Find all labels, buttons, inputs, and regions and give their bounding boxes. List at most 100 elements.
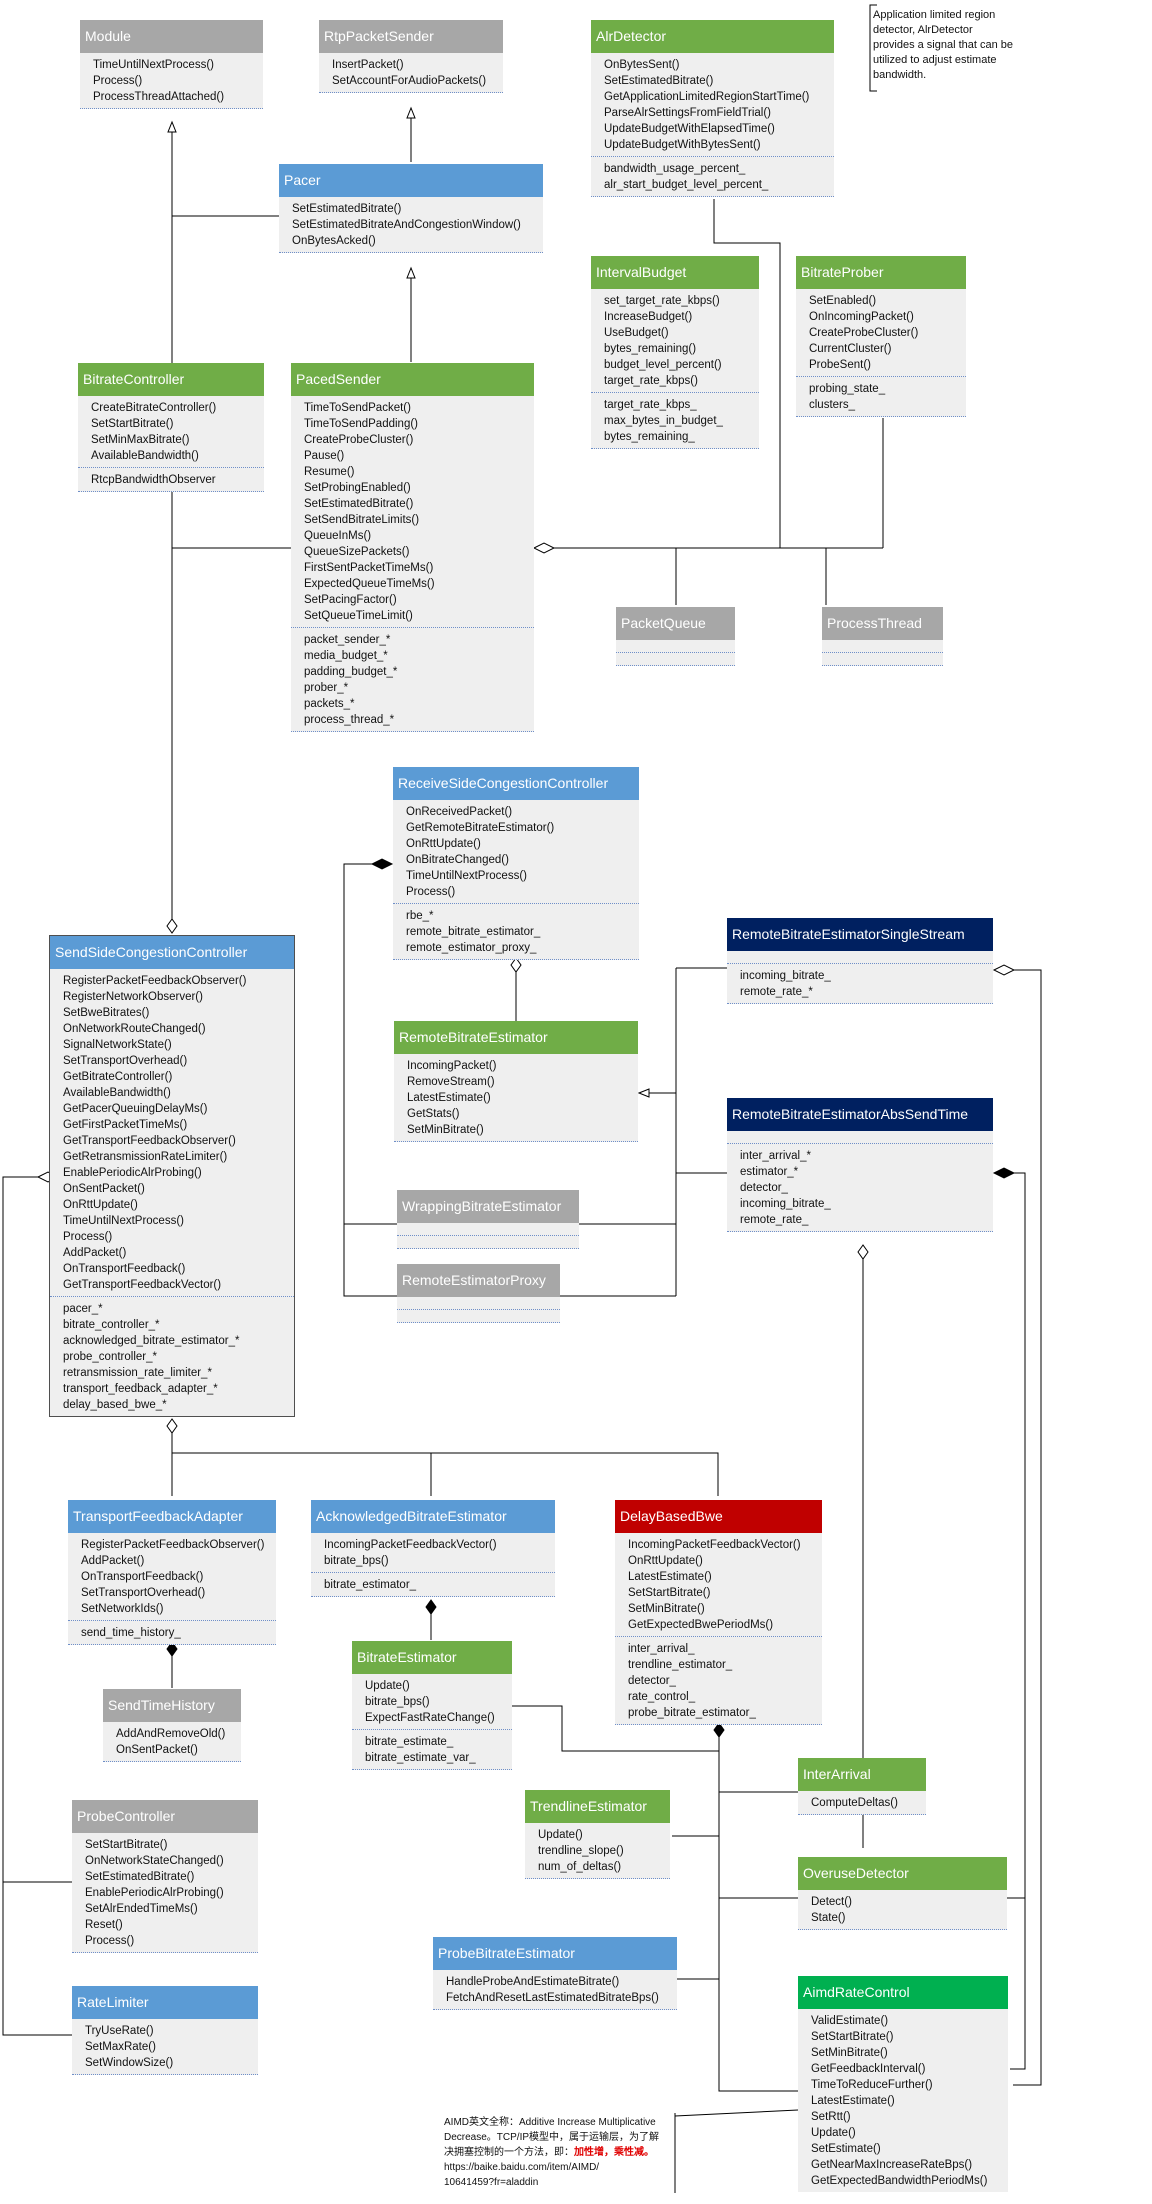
methods-section [727,951,993,964]
method-row: Process() [63,1231,113,1243]
methods-section [822,640,943,653]
method-row: CurrentCluster() [809,343,892,355]
method-row: IncomingPacketFeedbackVector() [324,1539,497,1551]
method-row: IncomingPacketFeedbackVector() [628,1539,801,1551]
method-row: SetAlrEndedTimeMs() [85,1903,198,1915]
method-row: SetEnabled() [809,295,877,307]
fields-section [822,653,943,666]
class-remote-bitrate-estimator: RemoteBitrateEstimator IncomingPacket()R… [394,1021,638,1142]
fields-section: inter_arrival_*estimator_*detector_incom… [727,1144,993,1232]
methods-section: OnBytesSent()SetEstimatedBitrate()GetApp… [591,53,834,157]
field-row: remote_rate_ [740,1214,809,1226]
single-stream-right-link [994,969,1042,2086]
class-inter-arrival: InterArrival ComputeDeltas() [798,1758,926,1815]
class-remote-estimator-proxy: RemoteEstimatorProxy [397,1264,560,1323]
class-send-side-congestion-controller: SendSideCongestionController RegisterPac… [49,935,295,1417]
tfa-composition-diamond [166,1641,178,1657]
class-trendline-estimator: TrendlineEstimator Update()trendline_slo… [525,1790,670,1879]
alr-to-bus [713,199,781,548]
class-name: RemoteBitrateEstimatorAbsSendTime [727,1098,993,1131]
method-row: SetEstimate() [811,2143,881,2155]
method-row: GetFeedbackInterval() [811,2063,926,2075]
methods-section: CreateBitrateController()SetStartBitrate… [78,396,264,468]
class-name: ProbeController [72,1800,258,1833]
method-row: IncomingPacket() [407,1060,497,1072]
method-row: TryUseRate() [85,2025,154,2037]
method-row: RemoveStream() [407,1076,495,1088]
methods-section: SetEstimatedBitrate()SetEstimatedBitrate… [279,197,543,253]
fields-section: pacer_*bitrate_controller_*acknowledged_… [50,1297,294,1416]
field-row: inter_arrival_* [740,1150,811,1162]
methods-section: ValidEstimate()SetStartBitrate()SetMinBi… [798,2009,1008,2192]
method-row: SetRtt() [811,2111,851,2123]
method-row: GetFirstPacketTimeMs() [63,1119,188,1131]
fields-section [616,653,735,666]
method-row: QueueSizePackets() [304,546,410,558]
methods-section: InsertPacket()SetAccountForAudioPackets(… [319,53,503,93]
class-transport-feedback-adapter: TransportFeedbackAdapter RegisterPacketF… [68,1500,276,1645]
field-row: pacer_* [63,1303,103,1315]
method-row: Detect() [811,1896,852,1908]
method-row: SetSendBitrateLimits() [304,514,420,526]
delay-based-bwe-bus [718,1723,798,2092]
field-row: max_bytes_in_budget_ [604,415,723,427]
fields-section: incoming_bitrate_remote_rate_* [727,964,993,1004]
fields-section: bandwidth_usage_percent_alr_start_budget… [591,157,834,197]
class-probe-controller: ProbeController SetStartBitrate()OnNetwo… [72,1800,258,1953]
field-row: retransmission_rate_limiter_* [63,1367,212,1379]
method-row: UseBudget() [604,327,669,339]
fields-section: RtcpBandwidthObserver [78,468,264,492]
fields-section: bitrate_estimate_bitrate_estimate_var_ [352,1730,512,1770]
receiveside-composition-diamond [370,858,394,870]
sendside-bottom-diamond [166,1418,178,1434]
method-row: SetEstimatedBitrate() [604,75,714,87]
method-row: ExpectFastRateChange() [365,1712,495,1724]
class-interval-budget: IntervalBudget set_target_rate_kbps()Inc… [591,256,759,449]
method-row: Process() [85,1935,135,1947]
method-row: OnTransportFeedback() [63,1263,186,1275]
aimd-note-link-url: 10641459?fr=aladdin [444,2177,539,2188]
abs-send-time-right-link [994,1172,1026,2070]
method-row: OnRttUpdate() [406,838,481,850]
class-remote-bitrate-estimator-abs-send-time: RemoteBitrateEstimatorAbsSendTime inter_… [727,1098,993,1232]
method-row: InsertPacket() [332,59,404,71]
method-row: OnBitrateChanged() [406,854,509,866]
methods-section: ComputeDeltas() [798,1791,926,1815]
class-name: BitrateProber [796,256,966,289]
class-process-thread: ProcessThread [822,607,943,666]
class-overuse-detector: OveruseDetector Detect()State() [798,1857,1007,1930]
method-row: HandleProbeAndEstimateBitrate() [446,1976,620,1988]
method-row: TimeToSendPacket() [304,402,411,414]
method-row: AvailableBandwidth() [63,1087,171,1099]
method-row: UpdateBudgetWithElapsedTime() [604,123,775,135]
abs-send-time-composition-diamond [992,1167,1016,1179]
class-acknowledged-bitrate-estimator: AcknowledgedBitrateEstimator IncomingPac… [311,1500,555,1597]
method-row: OnNetworkStateChanged() [85,1855,224,1867]
field-row: padding_budget_* [304,666,398,678]
method-row: OnTransportFeedback() [81,1571,204,1583]
method-row: GetBitrateController() [63,1071,173,1083]
field-row: bitrate_estimate_ [365,1736,454,1748]
field-row: packet_sender_* [304,634,391,646]
class-send-time-history: SendTimeHistory AddAndRemoveOld()OnSentP… [103,1689,241,1762]
module-inheritance-triangle [167,120,177,133]
method-row: GetApplicationLimitedRegionStartTime() [604,91,810,103]
class-name: RemoteEstimatorProxy [397,1264,560,1297]
methods-section: IncomingPacketFeedbackVector()bitrate_bp… [311,1533,555,1573]
aimd-note-to-box [674,2109,799,2117]
method-row: LatestEstimate() [811,2095,895,2107]
method-row: OnSentPacket() [63,1183,145,1195]
method-row: GetExpectedBandwidthPeriodMs() [811,2175,988,2187]
methods-section [616,640,735,653]
method-row: IncreaseBudget() [604,311,693,323]
fields-section: probing_state_clusters_ [796,377,966,417]
method-row: budget_level_percent() [604,359,722,371]
bitrate-estimator-link [512,1705,719,1752]
method-row: CreateProbeCluster() [304,434,414,446]
field-row: packets_* [304,698,355,710]
field-row: RtcpBandwidthObserver [91,474,216,486]
methods-section: OnReceivedPacket()GetRemoteBitrateEstima… [393,800,639,904]
method-row: bitrate_bps() [365,1696,430,1708]
